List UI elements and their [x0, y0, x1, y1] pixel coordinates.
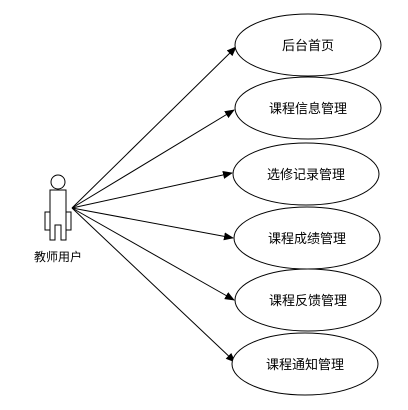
association-arrow — [71, 109, 235, 209]
actor-figure — [44, 174, 72, 241]
actor-label: 教师用户 — [34, 249, 82, 264]
use-case-label: 课程成绩管理 — [268, 232, 346, 247]
association-arrow — [71, 171, 233, 209]
actor-head — [50, 174, 66, 190]
use-case-course-grades: 课程成绩管理 — [233, 206, 381, 270]
association-arrow — [71, 207, 234, 241]
use-case-label: 课程通知管理 — [266, 357, 344, 373]
association-arrow — [71, 207, 235, 301]
use-case-label: 后台首页 — [282, 39, 334, 54]
use-case-elective-records: 选修记录管理 — [232, 142, 380, 206]
use-case-label: 课程反馈管理 — [269, 294, 347, 309]
use-case-label: 课程信息管理 — [269, 101, 347, 117]
actor-body — [44, 189, 72, 241]
use-case-home: 后台首页 — [234, 13, 382, 77]
use-case-course-notice: 课程通知管理 — [231, 332, 379, 396]
association-arrow — [71, 207, 236, 363]
use-case-label: 选修记录管理 — [267, 168, 345, 183]
use-case-course-feedback: 课程反馈管理 — [234, 268, 382, 332]
associations — [71, 46, 237, 363]
use-case-course-info: 课程信息管理 — [234, 76, 382, 140]
association-arrow — [71, 46, 237, 209]
